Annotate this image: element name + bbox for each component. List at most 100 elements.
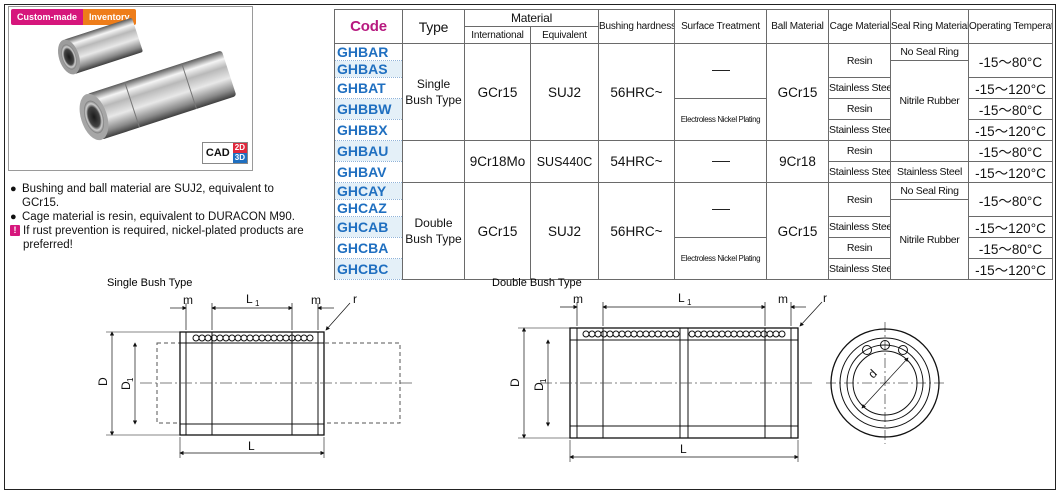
table-row: GHCAB Stainless Steel -15～120°C bbox=[334, 216, 1053, 238]
equivalent-cell: SUJ2 bbox=[530, 182, 599, 280]
double-bush-labels: m L 1 m r D D 1 L bbox=[508, 291, 827, 456]
ball-row bbox=[582, 330, 786, 338]
dim-m-left: m bbox=[183, 293, 193, 307]
spec-table: Code Type Material Bushing hardness Surf… bbox=[334, 9, 1053, 280]
cad-label: CAD bbox=[205, 147, 230, 159]
cad-3d-option[interactable]: 3D bbox=[232, 153, 247, 163]
temp-cell: -15～80°C bbox=[968, 98, 1053, 120]
header-ball: Ball Material bbox=[766, 9, 829, 44]
notes-list: ● Bushing and ball material are SUJ2, eq… bbox=[10, 182, 310, 252]
surface-cell-none bbox=[674, 182, 767, 238]
surface-cell-none bbox=[674, 140, 767, 183]
surface-cell: Electroless Nickel Plating bbox=[674, 98, 767, 141]
hardness-cell: 56HRC~ bbox=[598, 43, 675, 141]
note-text: Cage material is resin, equivalent to DU… bbox=[22, 211, 295, 223]
dim-l1-sub: 1 bbox=[687, 298, 692, 307]
dim-l: L bbox=[680, 442, 687, 456]
bushing-photo-image bbox=[57, 18, 236, 141]
header-surface: Surface Treatment bbox=[674, 9, 767, 44]
dim-r: r bbox=[353, 292, 357, 306]
code-cell[interactable]: GHBAS bbox=[334, 60, 403, 78]
code-cell[interactable]: GHCAZ bbox=[334, 199, 403, 217]
code-cell[interactable]: GHBBW bbox=[334, 98, 403, 120]
temp-cell: -15～80°C bbox=[968, 237, 1053, 259]
temp-cell: -15～80°C bbox=[968, 182, 1053, 217]
code-cell[interactable]: GHBAU bbox=[334, 140, 403, 162]
dim-d1-sub: 1 bbox=[539, 378, 548, 383]
page-frame bbox=[4, 4, 1056, 490]
table-row: GHCAZ Nitrile Rubber bbox=[334, 199, 1053, 280]
dim-m-left: m bbox=[573, 292, 583, 306]
note-item: ● Bushing and ball material are SUJ2, eq… bbox=[10, 182, 310, 210]
table-row: GHCAY Double Bush Type GCr15 SUJ2 56HRC~… bbox=[334, 182, 1053, 280]
cad-badge[interactable]: CAD 2D 3D bbox=[201, 142, 248, 164]
hardness-cell: 56HRC~ bbox=[598, 182, 675, 280]
seal-cell: Nitrile Rubber bbox=[890, 199, 969, 280]
dim-d-outer: D bbox=[96, 377, 110, 386]
dim-l1-sub: 1 bbox=[255, 299, 260, 308]
warning-icon: ! bbox=[10, 225, 20, 236]
code-cell[interactable]: GHCBA bbox=[334, 237, 403, 259]
code-cell[interactable]: GHCAY bbox=[334, 182, 403, 200]
equivalent-cell: SUJ2 bbox=[530, 43, 599, 141]
bullet-icon: ● bbox=[10, 183, 17, 195]
cage-cell: Stainless Steel bbox=[828, 77, 891, 99]
double-bush-title: Double Bush Type bbox=[492, 277, 582, 289]
single-bush-labels: m L 1 m r D D 1 L bbox=[96, 292, 357, 453]
temp-cell: -15～120°C bbox=[968, 216, 1053, 238]
dim-d1-sub: 1 bbox=[126, 377, 135, 382]
dim-l1: L bbox=[246, 292, 253, 306]
single-bush-title: Single Bush Type bbox=[107, 277, 192, 289]
table-row: GHBAS Nitrile Rubber bbox=[334, 60, 1053, 141]
dim-d1: D bbox=[532, 382, 546, 391]
seal-cell: Nitrile Rubber bbox=[890, 60, 969, 141]
note-text: Bushing and ball material are SUJ2, equi… bbox=[22, 183, 274, 209]
header-type: Type bbox=[402, 9, 465, 44]
dash-icon bbox=[711, 160, 730, 162]
type-cell: Double Bush Type bbox=[402, 182, 465, 280]
dim-inner-d: d bbox=[865, 366, 880, 381]
surface-cell: Electroless Nickel Plating bbox=[674, 237, 767, 280]
code-cell[interactable]: GHBAV bbox=[334, 161, 403, 183]
cad-2d-option[interactable]: 2D bbox=[232, 143, 247, 153]
code-cell[interactable]: GHCAB bbox=[334, 216, 403, 238]
table-row: GHCBC Stainless Steel -15～120°C bbox=[334, 258, 1053, 280]
dash-icon bbox=[711, 70, 730, 72]
type-cell: Single Bush Type bbox=[402, 43, 465, 141]
dash-icon bbox=[711, 209, 730, 211]
table-row: GHBBW Electroless Nickel Plating Resin -… bbox=[334, 98, 1053, 141]
hardness-cell: 54HRC~ bbox=[598, 140, 675, 183]
international-cell: GCr15 bbox=[464, 43, 531, 141]
dim-r: r bbox=[823, 291, 827, 305]
dim-m-right: m bbox=[778, 292, 788, 306]
cage-cell: Stainless Steel bbox=[828, 216, 891, 238]
temp-cell: -15～80°C bbox=[968, 140, 1053, 162]
cage-cell: Stainless Steel bbox=[828, 258, 891, 280]
custom-made-badge: Custom-made bbox=[11, 9, 84, 25]
note-text: If rust prevention is required, nickel-p… bbox=[23, 225, 304, 251]
temp-cell: -15～120°C bbox=[968, 119, 1053, 141]
double-bush-drawing bbox=[518, 301, 823, 462]
header-material: Material bbox=[464, 9, 599, 27]
header-cage: Cage Material bbox=[828, 9, 891, 44]
dim-m-right: m bbox=[311, 293, 321, 307]
cad-dimension-options: 2D 3D bbox=[232, 143, 247, 163]
product-photo: Custom-made Inventory bbox=[8, 6, 253, 171]
note-item-warning: ! If rust prevention is required, nickel… bbox=[10, 224, 310, 252]
end-view-drawing bbox=[826, 322, 944, 444]
table-row: GHBAV Stainless Steel Stainless Steel -1… bbox=[334, 161, 1053, 183]
cage-cell: Stainless Steel bbox=[828, 161, 891, 183]
dim-d1: D bbox=[119, 381, 133, 390]
dim-d-outer: D bbox=[508, 378, 522, 387]
dim-l1: L bbox=[678, 291, 685, 305]
type-cell-empty bbox=[402, 140, 465, 183]
ball-row bbox=[192, 334, 314, 342]
note-item: ● Cage material is resin, equivalent to … bbox=[10, 210, 310, 224]
code-cell[interactable]: GHCBC bbox=[334, 258, 403, 280]
temp-cell: -15～80°C bbox=[968, 43, 1053, 78]
equivalent-cell: SUS440C bbox=[530, 140, 599, 183]
bullet-icon: ● bbox=[10, 211, 17, 223]
table-row: GHCBA Electroless Nickel Plating Resin -… bbox=[334, 237, 1053, 280]
international-cell: GCr15 bbox=[464, 182, 531, 280]
